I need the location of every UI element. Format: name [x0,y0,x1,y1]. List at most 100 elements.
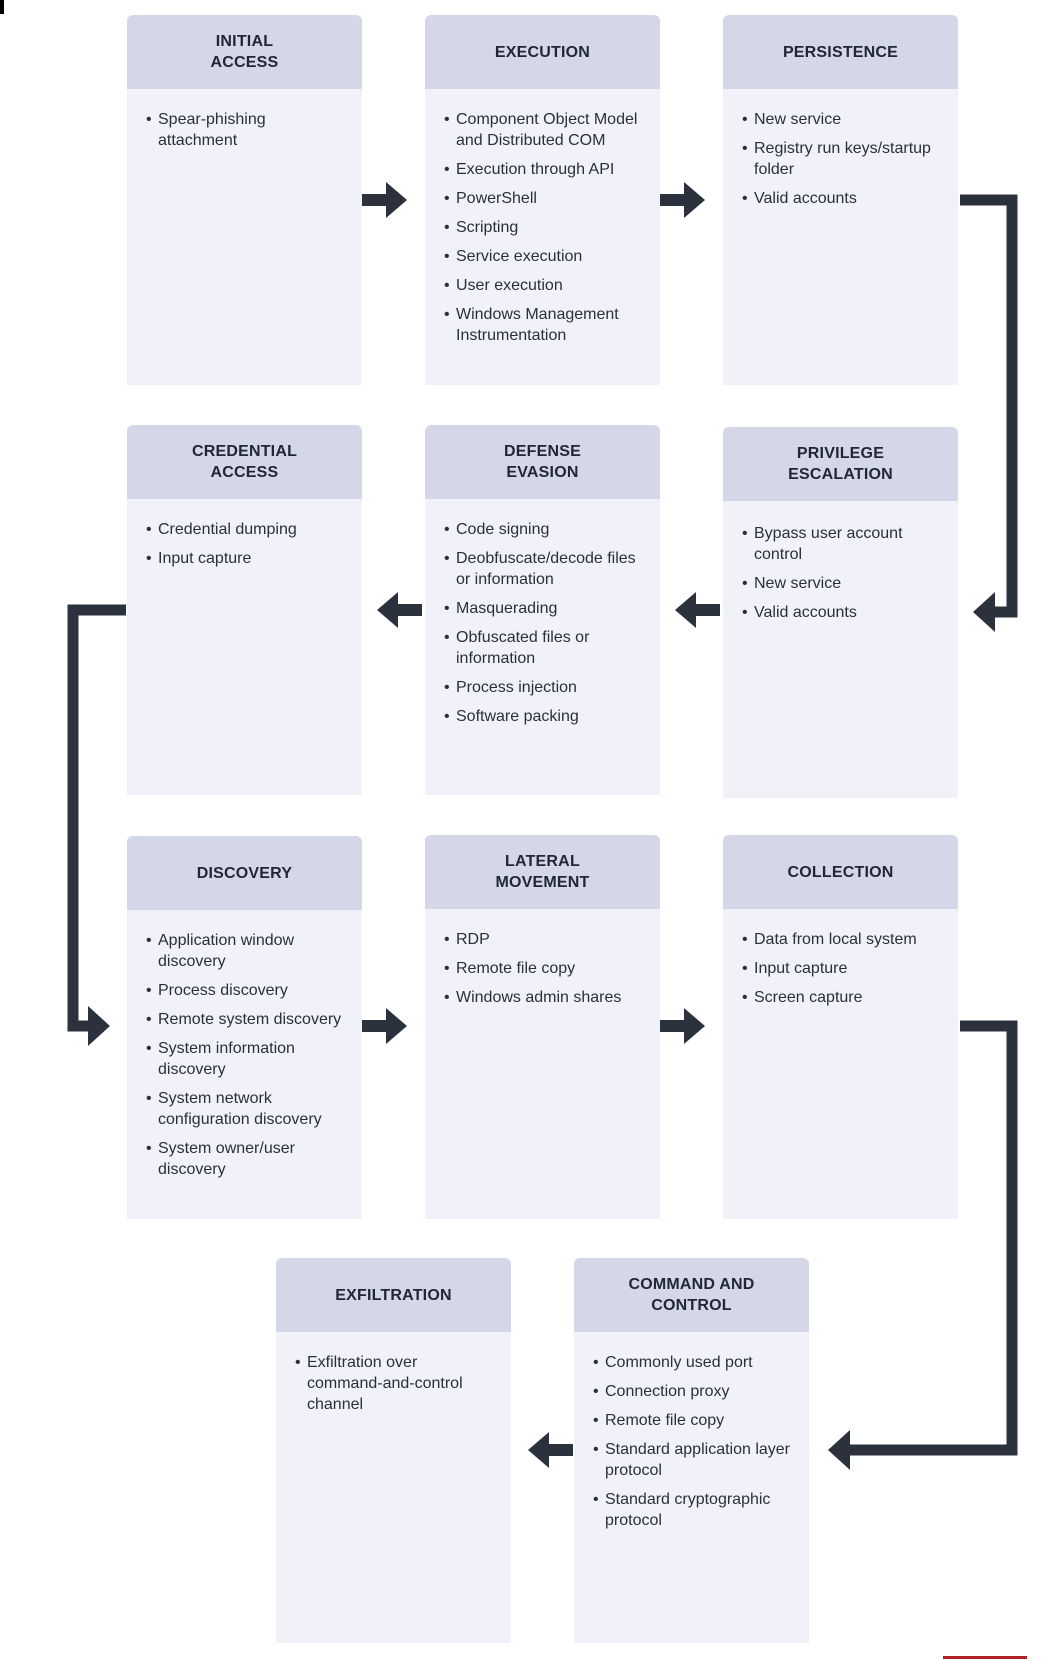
tactic-defense-evasion: DEFENSE EVASION Code signingDeobfuscate/… [425,425,660,795]
arrow-execution-to-persistence [660,182,705,218]
technique-list: Commonly used portConnection proxyRemote… [574,1332,809,1531]
arrowhead-privilege [973,592,995,632]
technique-list: Component Object Model and Distributed C… [425,89,660,346]
arrowhead-discovery [88,1006,110,1046]
tactic-privilege-escalation: PRIVILEGE ESCALATION Bypass user account… [723,427,958,798]
arrow-defense-to-credential [377,592,422,628]
technique-item: Masquerading [444,598,646,619]
arrow-privilege-to-defense [675,592,720,628]
technique-item: Data from local system [742,929,944,950]
technique-item: Windows Management Instrumentation [444,304,646,346]
technique-item: Windows admin shares [444,987,646,1008]
technique-item: Standard cryptographic protocol [593,1489,795,1531]
technique-item: Exfiltration over command-and-control ch… [295,1352,497,1415]
technique-item: Screen capture [742,987,944,1008]
card-title: EXECUTION [494,43,591,61]
card-header: PERSISTENCE [723,15,958,89]
technique-item: Credential dumping [146,519,348,540]
card-title: PERSISTENCE [782,43,899,61]
card-title: CREDENTIAL ACCESS [191,443,298,481]
technique-list: Application window discoveryProcess disc… [127,910,362,1180]
arrow-initial-to-execution [362,182,407,218]
card-header: EXFILTRATION [276,1258,511,1332]
technique-item: Remote file copy [593,1410,795,1431]
card-header: DEFENSE EVASION [425,425,660,499]
technique-item: Remote system discovery [146,1009,348,1030]
tactic-exfiltration: EXFILTRATION Exfiltration over command-a… [276,1258,511,1643]
tactic-collection: COLLECTION Data from local systemInput c… [723,835,958,1219]
card-header: EXECUTION [425,15,660,89]
technique-item: Standard application layer protocol [593,1439,795,1481]
card-title: INITIAL ACCESS [210,33,279,71]
card-title: PRIVILEGE ESCALATION [788,445,893,483]
connector-credential-to-discovery [67,604,126,1032]
technique-item: Obfuscated files or information [444,627,646,669]
card-title: LATERAL MOVEMENT [495,853,590,891]
card-header: COLLECTION [723,835,958,909]
connector-persistence-to-privilege [960,194,1018,618]
card-title: COLLECTION [787,863,894,881]
technique-item: Input capture [742,958,944,979]
technique-item: Valid accounts [742,602,944,623]
card-header: COMMAND AND CONTROL [574,1258,809,1332]
technique-item: System network configuration discovery [146,1088,348,1130]
technique-item: Service execution [444,246,646,267]
technique-item: System information discovery [146,1038,348,1080]
arrow-lateral-to-collection [660,1008,705,1044]
technique-item: New service [742,109,944,130]
tactic-execution: EXECUTION Component Object Model and Dis… [425,15,660,385]
technique-list: Bypass user account controlNew serviceVa… [723,501,958,623]
card-title: DISCOVERY [196,864,293,882]
technique-item: Code signing [444,519,646,540]
card-header: INITIAL ACCESS [127,15,362,89]
technique-item: Spear-phishing attachment [146,109,348,151]
technique-item: Software packing [444,706,646,727]
technique-item: Process discovery [146,980,348,1001]
technique-list: Credential dumpingInput capture [127,499,362,569]
arrowhead-c2 [828,1430,850,1470]
technique-item: User execution [444,275,646,296]
technique-item: System owner/user discovery [146,1138,348,1180]
technique-item: Execution through API [444,159,646,180]
card-header: LATERAL MOVEMENT [425,835,660,909]
technique-item: Registry run keys/startup folder [742,138,944,180]
technique-item: Bypass user account control [742,523,944,565]
technique-item: PowerShell [444,188,646,209]
card-title: DEFENSE EVASION [504,443,581,481]
card-header: PRIVILEGE ESCALATION [723,427,958,501]
technique-item: Application window discovery [146,930,348,972]
technique-item: Scripting [444,217,646,238]
tactic-lateral-movement: LATERAL MOVEMENT RDP Remote file copyWind… [425,835,660,1219]
technique-item: Input capture [146,548,348,569]
technique-item: Valid accounts [742,188,944,209]
technique-item: Component Object Model and Distributed C… [444,109,646,151]
technique-list: RDP Remote file copyWindows admin shares [425,909,660,1008]
technique-item: New service [742,573,944,594]
technique-list: Code signingDeobfuscate/decode files or … [425,499,660,727]
technique-item: Deobfuscate/decode files or information [444,548,646,590]
technique-list: New serviceRegistry run keys/startup fol… [723,89,958,209]
accent-bar [943,1656,1027,1659]
technique-list: Exfiltration over command-and-control ch… [276,1332,511,1415]
technique-item: Connection proxy [593,1381,795,1402]
card-header: DISCOVERY [127,836,362,910]
tactic-command-and-control: COMMAND AND CONTROL Commonly used portCo… [574,1258,809,1643]
card-title: EXFILTRATION [335,1286,452,1304]
tactic-credential-access: CREDENTIAL ACCESS Credential dumpingInpu… [127,425,362,795]
arrow-discovery-to-lateral [362,1008,407,1044]
technique-item: Remote file copy [444,958,646,979]
technique-item: RDP [444,929,646,950]
technique-list: Spear-phishing attachment [127,89,362,151]
card-header: CREDENTIAL ACCESS [127,425,362,499]
arrow-c2-to-exfiltration [528,1432,573,1468]
technique-list: Data from local systemInput captureScree… [723,909,958,1008]
card-title: COMMAND AND CONTROL [628,1276,755,1314]
connector-collection-to-c2 [845,1020,1018,1456]
technique-item: Commonly used port [593,1352,795,1373]
tactic-discovery: DISCOVERY Application window discoveryPr… [127,836,362,1219]
tactic-initial-access: INITIAL ACCESS Spear-phishing attachment [127,15,362,385]
technique-item: Process injection [444,677,646,698]
edge-marker [0,0,4,14]
tactic-persistence: PERSISTENCE New serviceRegistry run keys… [723,15,958,385]
